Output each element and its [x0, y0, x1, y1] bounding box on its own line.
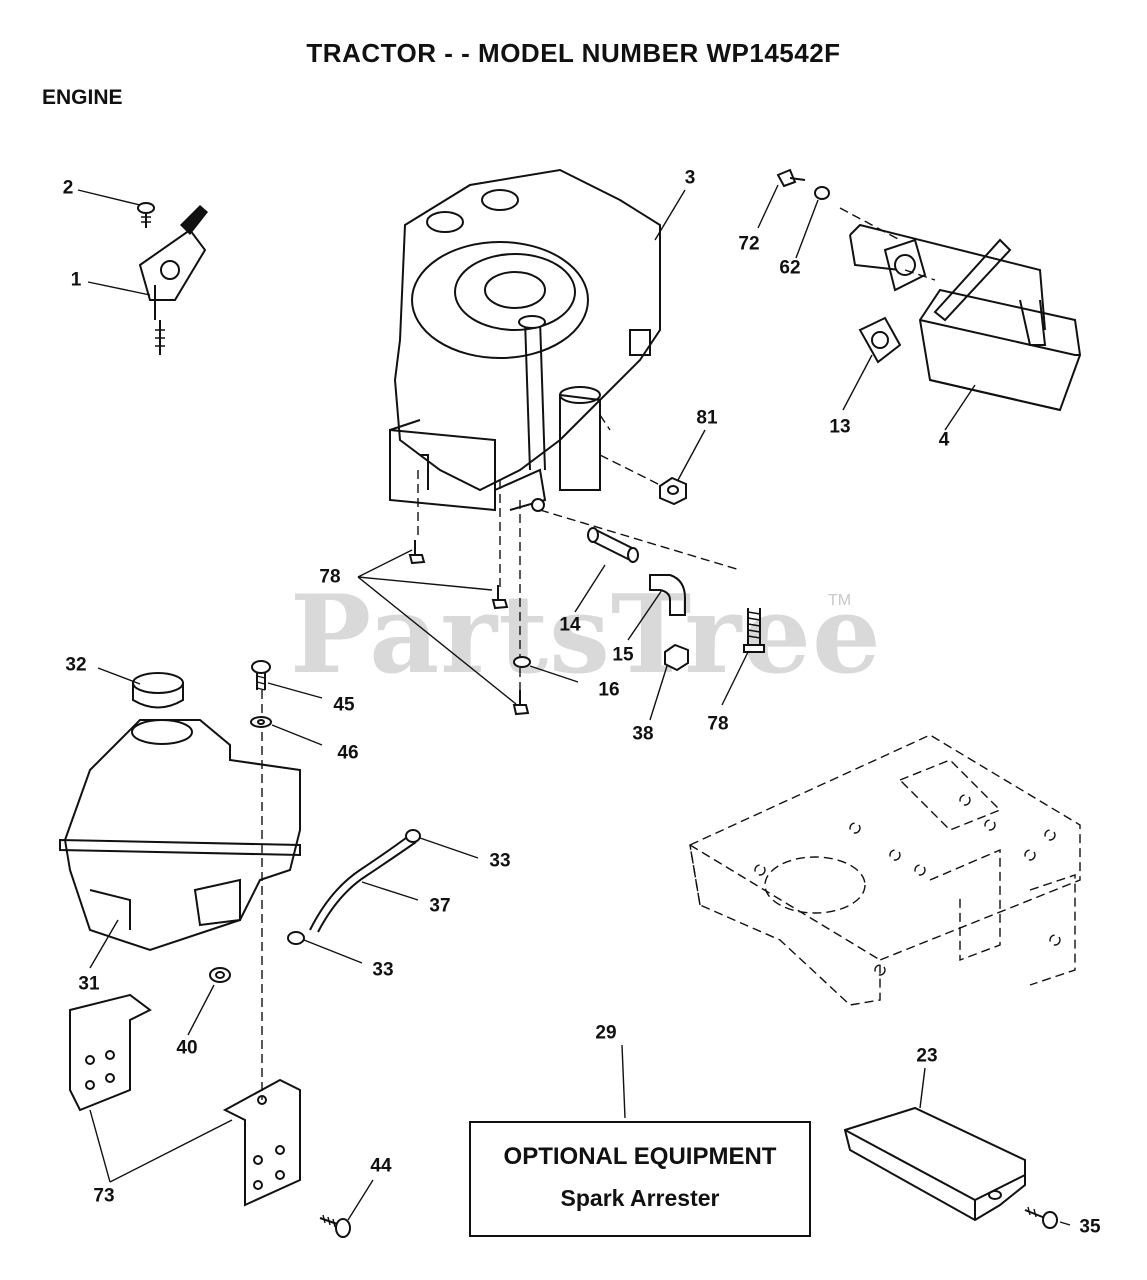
- callout-38[interactable]: 38: [632, 723, 654, 745]
- callout-29[interactable]: 29: [595, 1022, 617, 1044]
- muffler[interactable]: [849, 223, 1082, 412]
- callout-78-bolt[interactable]: 78: [707, 713, 729, 735]
- fuel-tank[interactable]: [59, 719, 301, 952]
- page-title: TRACTOR - - MODEL NUMBER WP14542F: [306, 38, 841, 68]
- bracket-screw[interactable]: [319, 1214, 351, 1238]
- optional-equipment-box: OPTIONAL EQUIPMENT Spark Arrester: [469, 1121, 811, 1237]
- callout-46[interactable]: 46: [337, 742, 359, 764]
- callout-62[interactable]: 62: [779, 257, 801, 279]
- callout-37[interactable]: 37: [429, 895, 451, 917]
- section-heading: ENGINE: [42, 86, 123, 109]
- fuel-line[interactable]: [309, 834, 417, 933]
- callout-72[interactable]: 72: [738, 233, 760, 255]
- callout-73[interactable]: 73: [93, 1185, 115, 1207]
- callout-23[interactable]: 23: [916, 1045, 938, 1067]
- throttle-control[interactable]: [138, 205, 208, 355]
- callout-31[interactable]: 31: [78, 973, 100, 995]
- tractor-frame: [689, 734, 1081, 1006]
- exhaust-lockwasher[interactable]: [814, 186, 830, 200]
- tank-bolt[interactable]: [251, 660, 271, 691]
- oil-drain-nut[interactable]: [664, 643, 689, 672]
- optional-equipment-label: OPTIONAL EQUIPMENT: [503, 1143, 777, 1170]
- callout-32[interactable]: 32: [65, 654, 87, 676]
- exhaust-bolt[interactable]: [776, 168, 806, 188]
- callout-13[interactable]: 13: [829, 416, 851, 438]
- callout-81[interactable]: 81: [696, 407, 718, 429]
- tank-bracket[interactable]: [69, 993, 301, 1207]
- engine-mount-washer[interactable]: [513, 656, 531, 668]
- callout-4[interactable]: 4: [938, 429, 950, 451]
- tank-washer[interactable]: [250, 716, 272, 728]
- callout-2[interactable]: 2: [62, 177, 74, 199]
- spark-arrester-shield[interactable]: [843, 1106, 1026, 1222]
- exhaust-gasket[interactable]: [858, 316, 902, 364]
- oil-drain-elbow[interactable]: [649, 574, 686, 616]
- callout-15[interactable]: 15: [612, 644, 634, 666]
- watermark-trademark: TM: [828, 592, 852, 609]
- throttle-screw[interactable]: [137, 202, 155, 228]
- leader-lines: [77, 184, 1071, 1226]
- engine-nut[interactable]: [659, 476, 687, 506]
- callout-40[interactable]: 40: [176, 1037, 198, 1059]
- spark-arrester-screw[interactable]: [1024, 1206, 1058, 1229]
- callout-44[interactable]: 44: [370, 1155, 392, 1177]
- callout-35[interactable]: 35: [1079, 1216, 1101, 1238]
- tank-grommet[interactable]: [209, 967, 231, 983]
- oil-drain-nipple[interactable]: [587, 527, 639, 563]
- callout-3[interactable]: 3: [684, 167, 696, 189]
- engine-block[interactable]: [389, 168, 661, 512]
- carriage-bolt[interactable]: [743, 608, 765, 653]
- callout-1[interactable]: 1: [70, 269, 82, 291]
- callout-45[interactable]: 45: [333, 694, 355, 716]
- callout-78-engine[interactable]: 78: [319, 566, 341, 588]
- spark-arrester-label: Spark Arrester: [560, 1185, 720, 1211]
- callout-33-top[interactable]: 33: [489, 850, 511, 872]
- callout-14[interactable]: 14: [559, 614, 581, 636]
- callout-16[interactable]: 16: [598, 679, 620, 701]
- fuel-cap[interactable]: [132, 672, 184, 709]
- hose-clamp[interactable]: [287, 829, 421, 945]
- engine-mount-bolt[interactable]: [408, 540, 530, 716]
- watermark-text: PartsTree: [290, 572, 882, 698]
- callout-33-bottom[interactable]: 33: [372, 959, 394, 981]
